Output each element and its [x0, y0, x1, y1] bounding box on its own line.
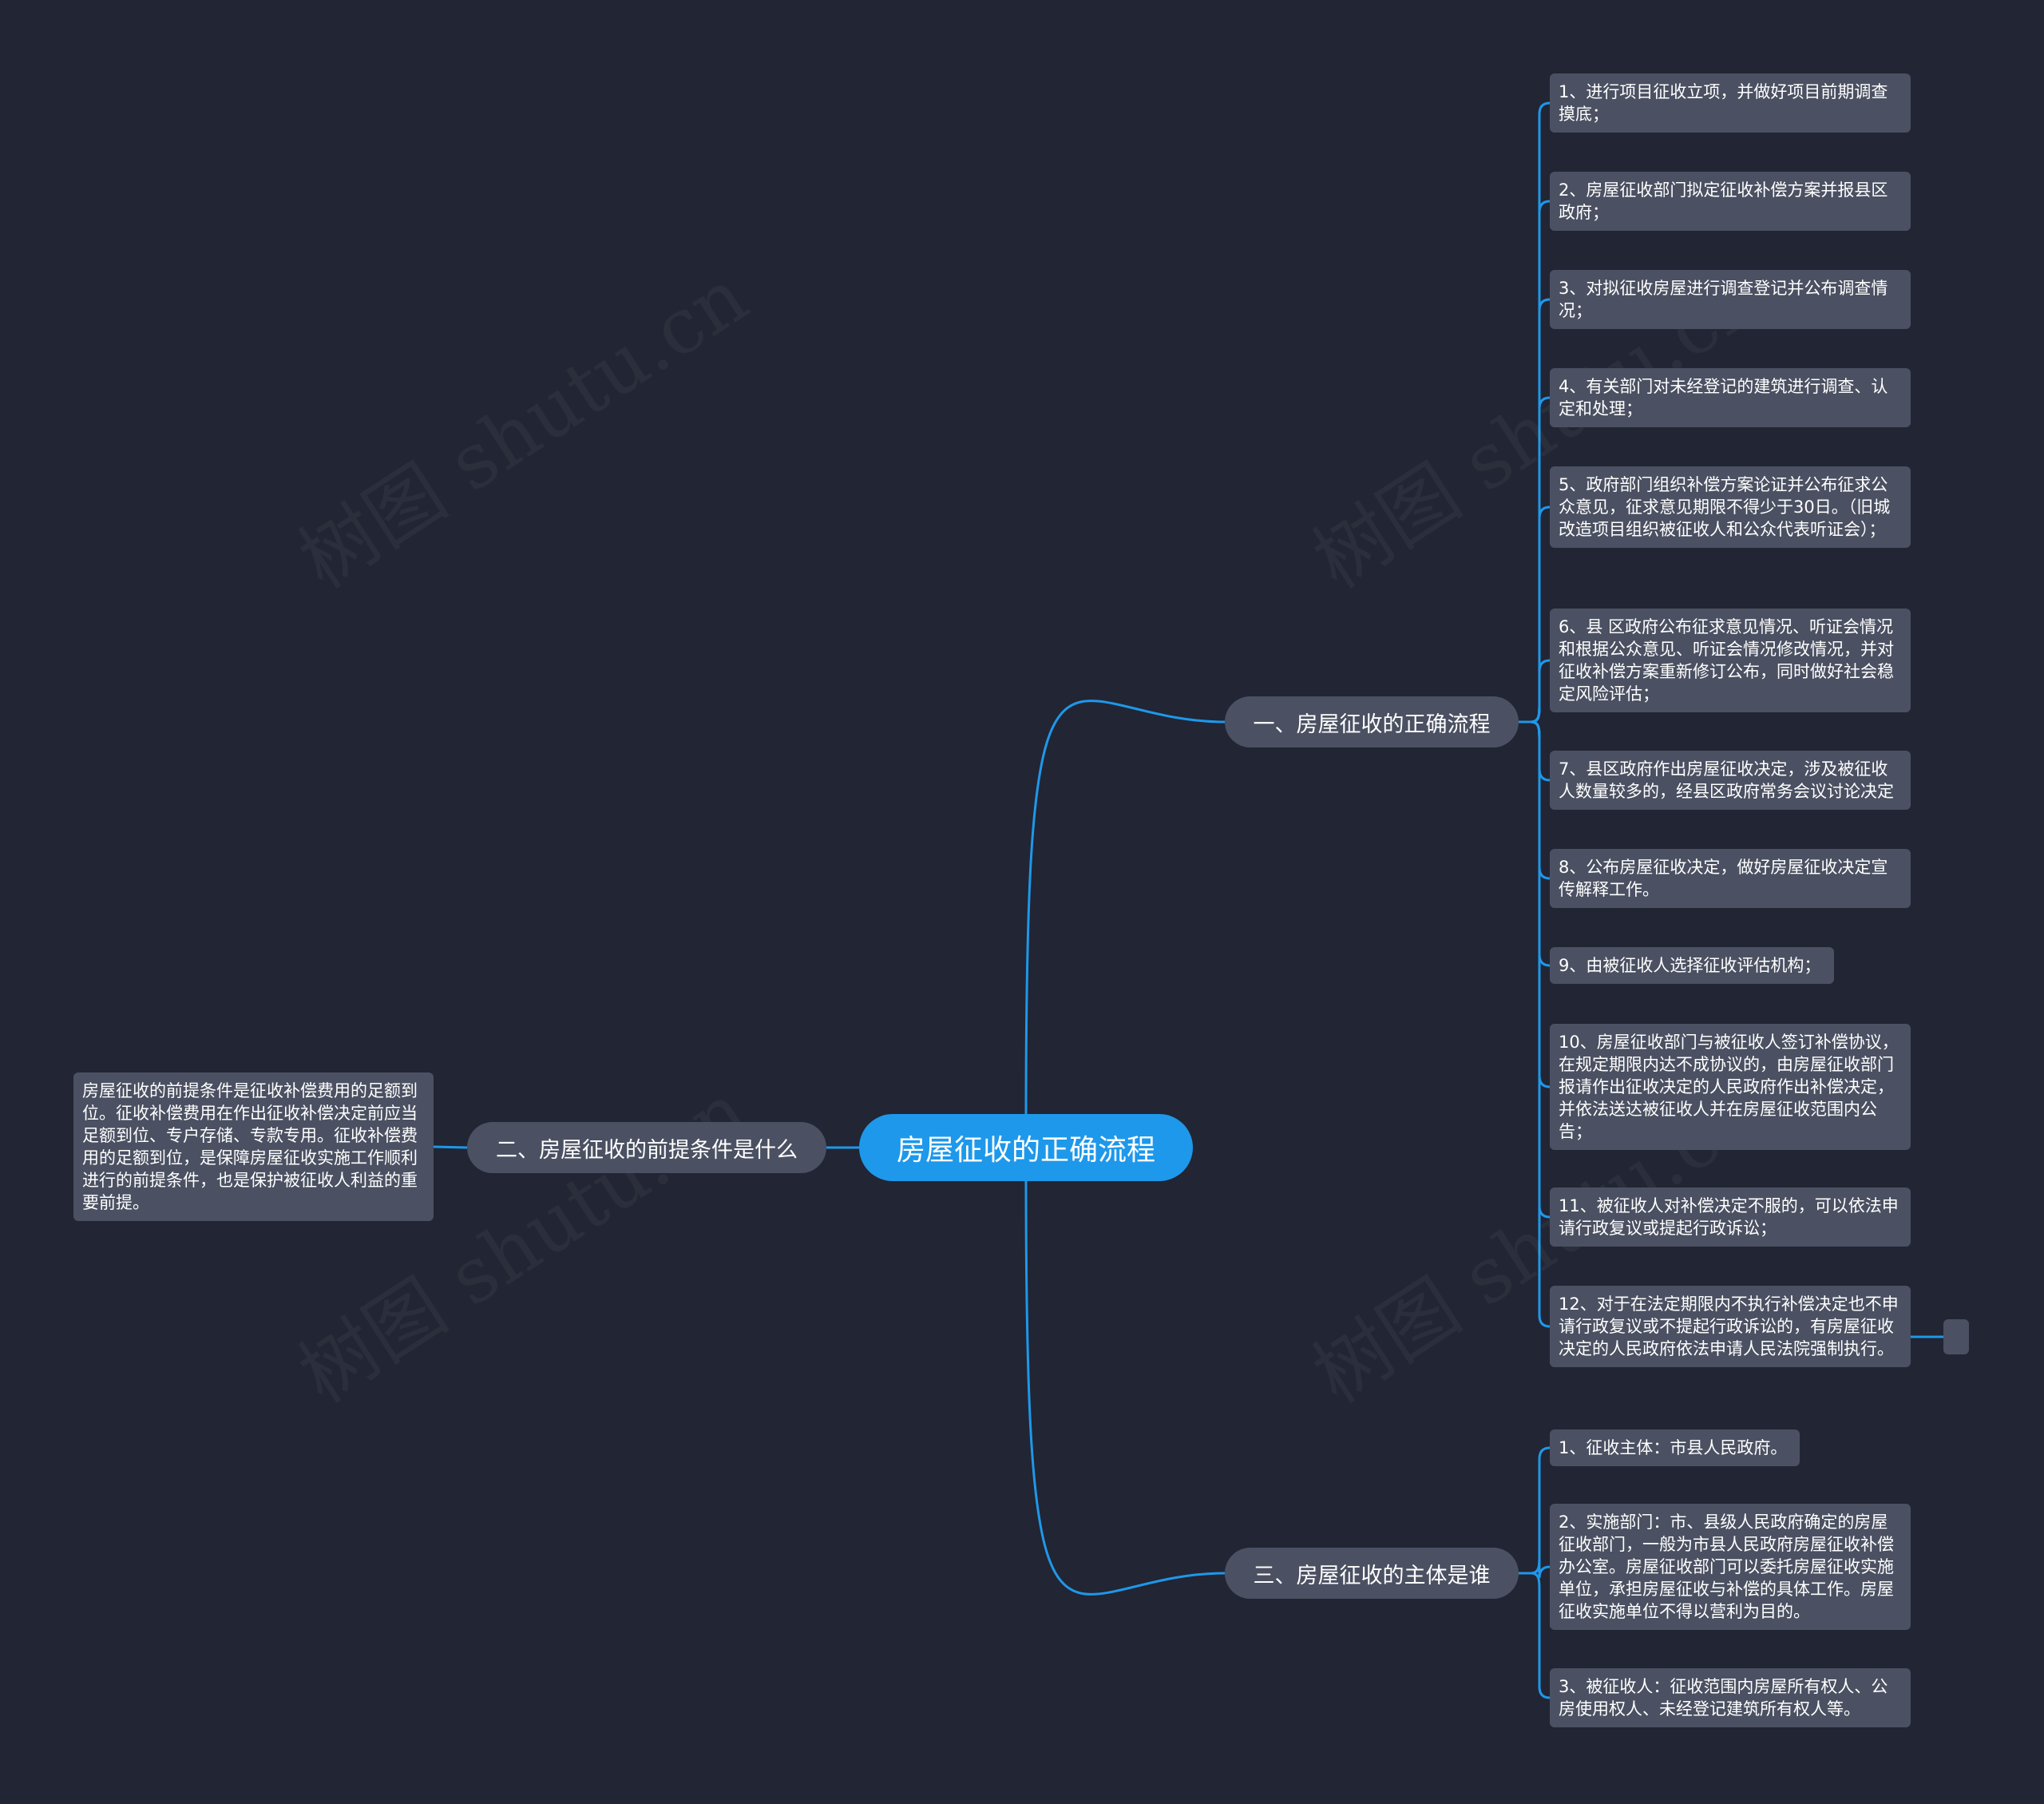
link-root-process [1024, 700, 1226, 1123]
leaf-process-step-4[interactable]: 4、有关部门对未经登记的建筑进行调查、认定和处理； [1550, 368, 1911, 427]
link-subject-leaf-3 [1531, 1572, 1551, 1699]
link-subject-leaf-2 [1531, 1556, 1551, 1579]
link-root-subject [1024, 1172, 1226, 1596]
leaf-process-step-2[interactable]: 2、房屋征收部门拟定征收补偿方案并报县区政府； [1550, 172, 1911, 231]
leaf-process-step-8[interactable]: 8、公布房屋征收决定，做好房屋征收决定宣传解释工作。 [1550, 849, 1911, 908]
leaf-process-step-6[interactable]: 6、县 区政府公布征求意见情况、听证会情况和根据公众意见、听证会情况修改情况，并… [1550, 609, 1911, 712]
branch-node-prerequisite[interactable]: 二、房屋征收的前提条件是什么 [467, 1122, 826, 1173]
link-subject-leaf-1 [1531, 1446, 1551, 1575]
link-process-leaf-12 [1531, 720, 1551, 1328]
leaf-process-step-1[interactable]: 1、进行项目征收立项，并做好项目前期调查摸底； [1550, 73, 1911, 133]
leaf-process-step-11[interactable]: 11、被征收人对补偿决定不服的，可以依法申请行政复议或提起行政诉讼； [1550, 1187, 1911, 1247]
leaf-process-step-7[interactable]: 7、县区政府作出房屋征收决定，涉及被征收人数量较多的，经县区政府常务会议讨论决定 [1550, 751, 1911, 810]
leaf-subject-1[interactable]: 1、征收主体：市县人民政府。 [1550, 1429, 1800, 1466]
branch-node-subject[interactable]: 三、房屋征收的主体是谁 [1225, 1548, 1519, 1599]
link-process-leaf-6 [1531, 659, 1551, 724]
leaf-process-step-10[interactable]: 10、房屋征收部门与被征收人签订补偿协议，在规定期限内达不成协议的，由房屋征收部… [1550, 1024, 1911, 1150]
root-node[interactable]: 房屋征收的正确流程 [859, 1114, 1193, 1181]
collapsed-child-node[interactable] [1943, 1319, 1969, 1354]
leaf-process-step-3[interactable]: 3、对拟征收房屋进行调查登记并公布调查情况； [1550, 270, 1911, 329]
leaf-process-step-12[interactable]: 12、对于在法定期限内不执行补偿决定也不申请行政复议或不提起行政诉讼的，有房屋征… [1550, 1286, 1911, 1367]
leaf-subject-2[interactable]: 2、实施部门：市、县级人民政府确定的房屋征收部门，一般为市县人民政府房屋征收补偿… [1550, 1504, 1911, 1630]
branch-node-process[interactable]: 一、房屋征收的正确流程 [1225, 696, 1519, 747]
leaf-prerequisite-text[interactable]: 房屋征收的前提条件是征收补偿费用的足额到位。征收补偿费用在作出征收补偿决定前应当… [73, 1072, 434, 1221]
leaf-subject-3[interactable]: 3、被征收人：征收范围内房屋所有权人、公房使用权人、未经登记建筑所有权人等。 [1550, 1668, 1911, 1727]
link-prerequisite-leaf [433, 1145, 468, 1149]
leaf-process-step-5[interactable]: 5、政府部门组织补偿方案论证并公布征求公众意见，征求意见期限不得少于30日。（旧… [1550, 466, 1911, 548]
leaf-process-step-9[interactable]: 9、由被征收人选择征收评估机构； [1550, 947, 1834, 984]
